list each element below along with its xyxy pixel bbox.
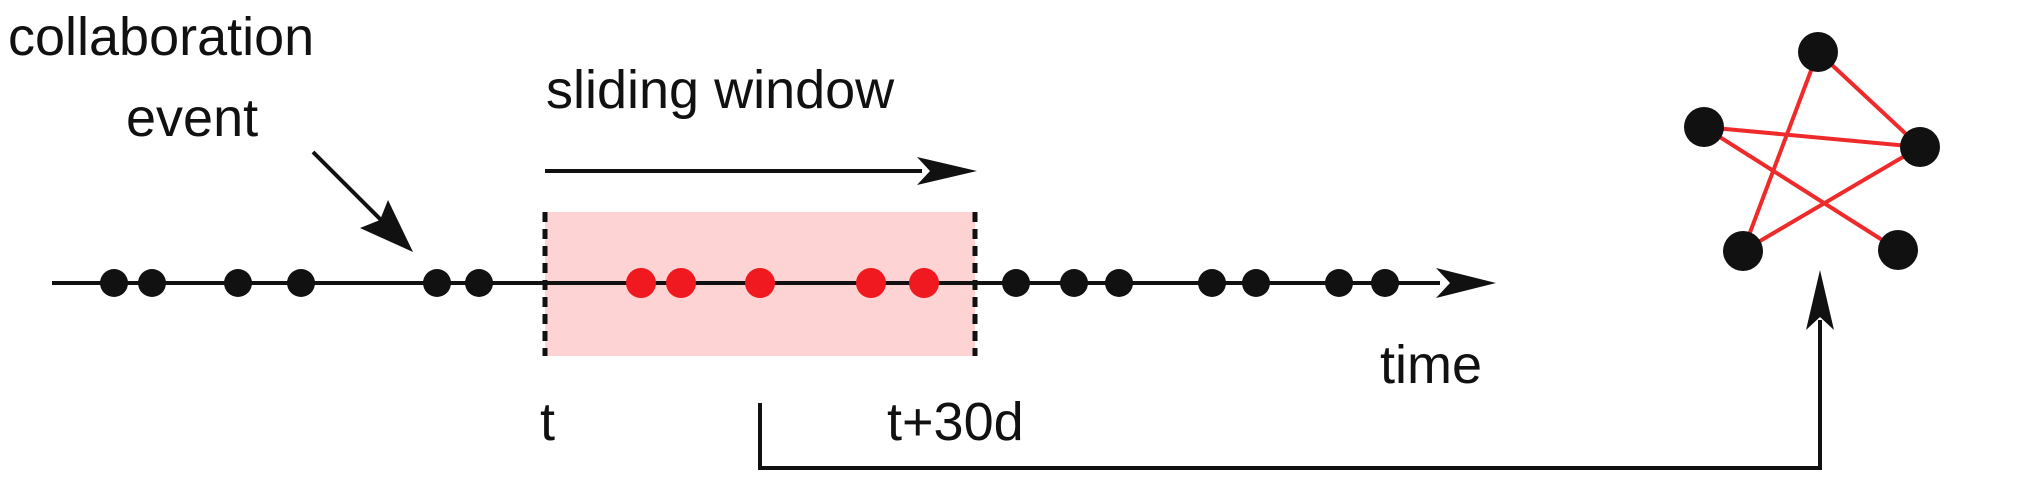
event-pointer-arrow [311,150,383,222]
event-dot [465,269,493,297]
network-node [1878,230,1918,270]
event-dot [1105,269,1133,297]
event-dot-in-window [909,268,939,298]
event-dot-in-window [856,268,886,298]
network-edge [1702,125,1900,252]
collaboration-network [1684,32,1940,271]
network-edge [1703,125,1921,149]
event-dot [224,269,252,297]
event-dot-in-window [626,268,656,298]
aggregation-arrowhead [1806,270,1834,330]
event-dot [1198,269,1226,297]
network-edge [1741,145,1922,253]
event-dot [1242,269,1270,297]
event-dot [1002,269,1030,297]
network-node [1723,231,1763,271]
event-dot-in-window [666,268,696,298]
event-dot [1371,269,1399,297]
network-edge [1816,50,1922,149]
network-edge [1741,51,1820,252]
window-start-label: t [540,392,555,452]
event-dot [1325,269,1353,297]
event-dot [287,269,315,297]
time-axis-arrowhead [1436,268,1496,298]
event-label: event [126,88,258,148]
event-dot-in-window [745,268,775,298]
event-dot [423,269,451,297]
network-node [1798,32,1838,72]
aggregation-path [758,320,1822,470]
sliding-window-label: sliding window [546,60,895,120]
event-dot [138,269,166,297]
event-dot [1060,269,1088,297]
network-node [1900,127,1940,167]
collaboration-label: collaboration [8,7,314,67]
event-dot [100,269,128,297]
time-label: time [1380,335,1482,395]
event-pointer-arrowhead [360,200,413,252]
window-arrowhead [917,157,977,185]
network-node [1684,107,1724,147]
window-end-label: t+30d [887,392,1024,452]
